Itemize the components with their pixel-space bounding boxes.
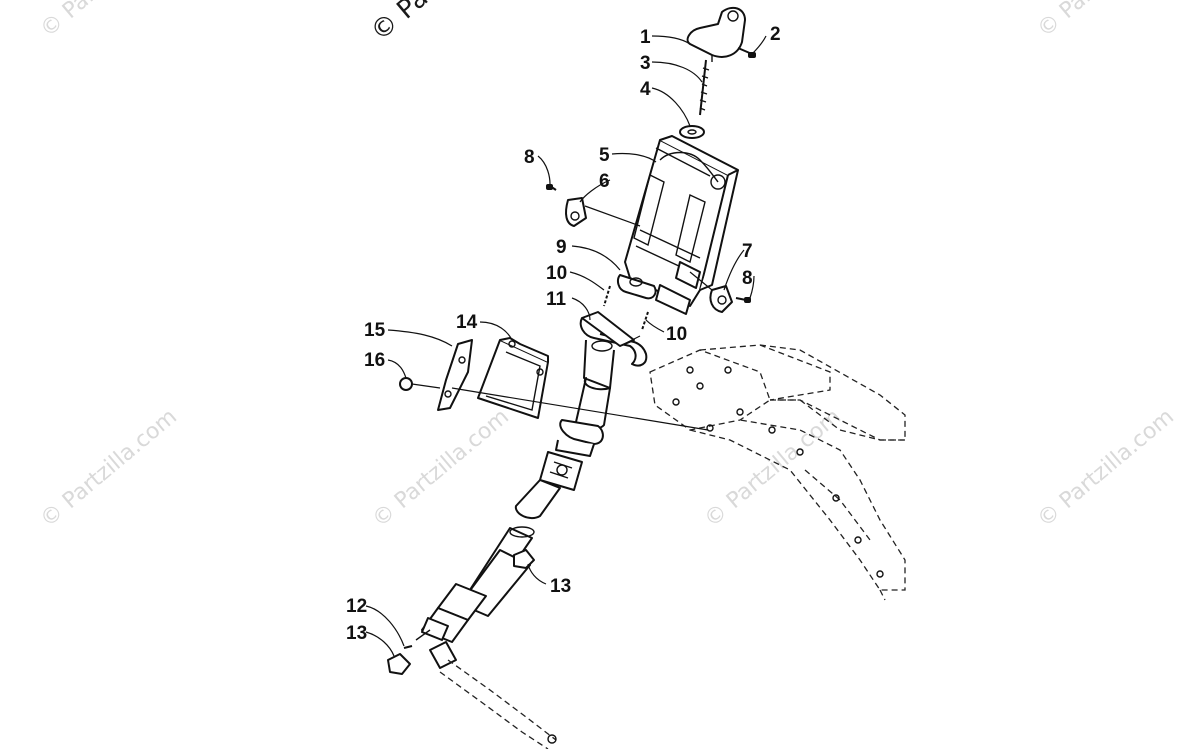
part-10-roll-pin-left [603,285,611,307]
part-2-screw [737,47,756,58]
steering-rack-shaft [429,641,557,749]
part-7-clip [689,271,733,313]
callout-4: 4 [640,79,651,100]
callout-13-upper: 13 [550,576,571,597]
part-16-screw [399,377,441,391]
part-8-screw-left [546,184,557,191]
upper-steering-shaft [555,377,611,457]
part-15-mounting-plate [437,339,473,411]
callout-leaders [365,35,767,657]
callout-1: 1 [640,27,651,48]
part-14-column-cover [477,337,549,419]
callout-15: 15 [364,320,386,341]
part-5-column-bracket [624,135,739,315]
steering-column-tube [415,549,531,643]
callout-12: 12 [346,596,367,617]
callout-13-lower: 13 [346,623,367,644]
part-3-threaded-bolt [699,59,710,116]
callout-8-right: 8 [742,268,753,289]
part-10-roll-pin-right [641,311,649,331]
watermark-layer: © Part © Partzilla.com © Partzilla.com ©… [36,0,1179,533]
part-11-tilt-yoke [579,311,648,389]
watermark-mid-left: © Partzilla.com [36,404,182,532]
part-8-screw-right [735,297,751,303]
part-12-washer [403,645,413,649]
callout-labels: 1 2 3 4 5 6 7 8 8 9 10 10 11 12 13 13 14… [346,24,781,644]
callout-10-right: 10 [666,324,687,345]
callout-16: 16 [364,350,385,371]
callout-6: 6 [599,171,610,192]
callout-14: 14 [456,312,478,333]
callout-3: 3 [640,53,651,74]
callout-2: 2 [770,24,781,45]
callout-7: 7 [742,241,753,262]
callout-9: 9 [556,237,567,258]
part-13-nut-lower [387,653,411,675]
callout-10-left: 10 [546,263,567,284]
watermark-top-right: © Partzilla.com [1033,0,1179,43]
part-1-adjuster-handle [686,6,746,62]
part-9-pivot-pin [617,274,657,300]
universal-joint [539,451,583,491]
watermark-mid-center: © Partzilla.com [368,404,514,532]
vehicle-frame-dashed [649,344,906,601]
part-6-clip [565,197,641,227]
watermark-top-left: © Partzilla.com [36,0,182,43]
callout-8-left: 8 [524,147,535,168]
callout-5: 5 [599,145,610,166]
callout-11: 11 [546,289,567,310]
assembly-leader-lines [451,335,709,431]
part-4-washer [679,125,705,139]
part-13-nut-upper [513,549,535,569]
top-copyright-watermark: © Part [365,0,450,47]
watermark-far-right: © Partzilla.com [1033,404,1179,532]
